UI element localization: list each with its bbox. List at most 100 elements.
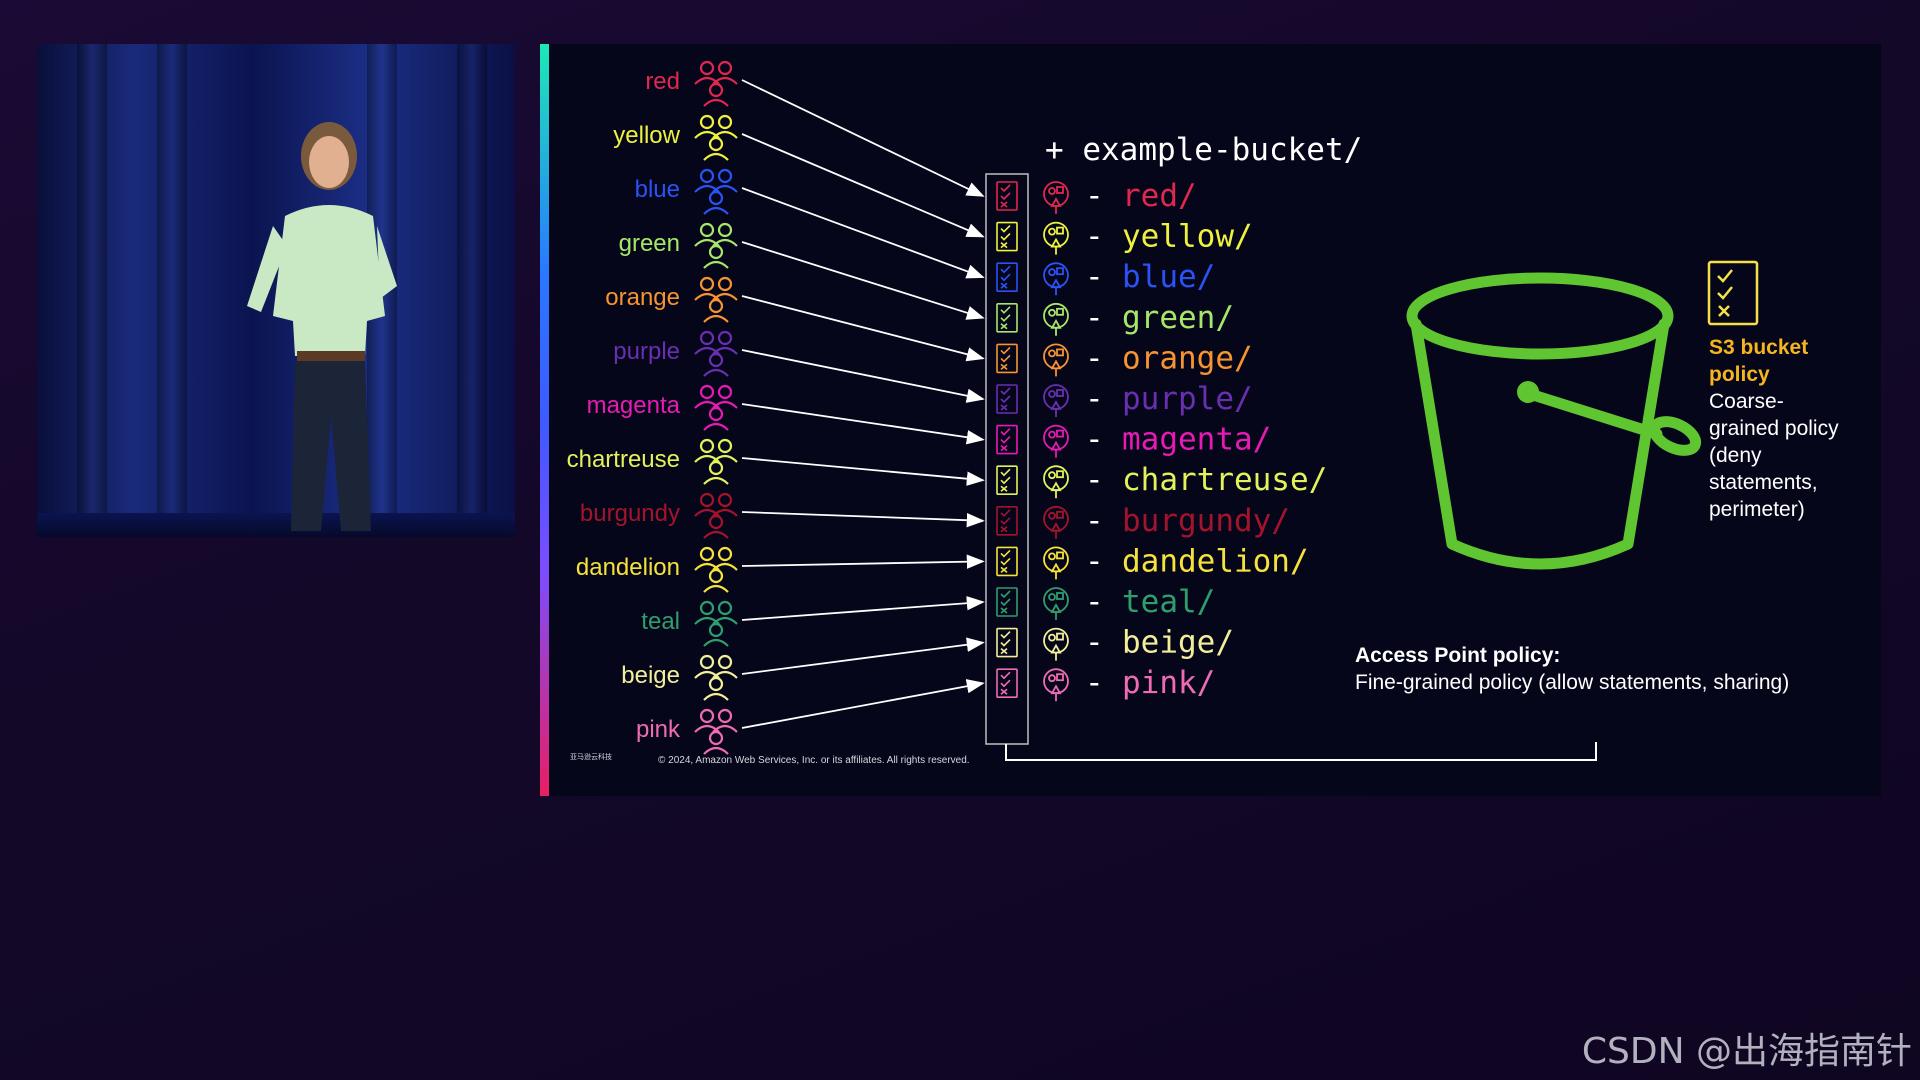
prefix-icon xyxy=(1043,384,1069,417)
prefix-icon xyxy=(1043,262,1069,296)
slide-accent-bar xyxy=(540,44,549,796)
access-arrow xyxy=(741,187,985,279)
users-icon xyxy=(694,384,738,431)
access-point-icon xyxy=(996,343,1018,374)
access-point-policy-title: Access Point policy: xyxy=(1355,644,1561,667)
group-label-blue: blue xyxy=(635,176,680,203)
access-arrow xyxy=(741,511,985,528)
group-label-yellow: yellow xyxy=(613,122,680,149)
access-point-icon xyxy=(996,668,1018,699)
access-point-icon xyxy=(996,546,1018,577)
group-label-orange: orange xyxy=(605,284,680,311)
folder-dash: - xyxy=(1085,665,1104,701)
access-arrow xyxy=(741,349,985,403)
copyright-notice: © 2024, Amazon Web Services, Inc. or its… xyxy=(658,755,970,766)
access-point-bracket xyxy=(1005,742,1597,761)
folder-blue: blue/ xyxy=(1122,259,1215,295)
access-point-icon xyxy=(996,505,1018,536)
folder-burgundy: burgundy/ xyxy=(1122,503,1290,539)
prefix-icon xyxy=(1043,221,1069,255)
group-label-dandelion: dandelion xyxy=(576,554,680,581)
prefix-icon xyxy=(1043,181,1069,214)
users-icon xyxy=(694,654,738,701)
access-point-icon xyxy=(996,424,1018,455)
folder-dash: - xyxy=(1085,462,1104,498)
users-icon xyxy=(694,114,738,161)
users-icon xyxy=(694,708,738,755)
access-point-icon xyxy=(996,181,1018,211)
aws-logo: 亚马逊云科技 xyxy=(570,754,612,761)
group-label-green: green xyxy=(619,230,680,257)
folder-beige: beige/ xyxy=(1122,625,1234,661)
access-point-policy-text: Access Point policy: Fine-grained policy… xyxy=(1355,642,1875,696)
speaker-video xyxy=(37,44,515,537)
folder-purple: purple/ xyxy=(1122,381,1253,417)
speaker-figure xyxy=(247,122,397,531)
access-arrow xyxy=(741,637,985,675)
access-arrow xyxy=(741,295,985,362)
prefix-icon xyxy=(1043,343,1069,377)
bucket-handle-knob xyxy=(1517,381,1539,403)
folder-dash: - xyxy=(1085,340,1104,376)
folder-chartreuse: chartreuse/ xyxy=(1122,462,1327,498)
prefix-icon xyxy=(1043,668,1069,702)
access-point-column xyxy=(985,173,1029,745)
s3-bucket-policy-description: Coarse-grained policy (deny statements, … xyxy=(1709,390,1839,521)
access-arrow xyxy=(741,241,985,320)
folder-yellow: yellow/ xyxy=(1122,219,1253,255)
folder-dash: - xyxy=(1085,259,1104,295)
access-arrow xyxy=(741,79,985,197)
access-point-icon xyxy=(996,627,1018,658)
bucket-root-label: + example-bucket/ xyxy=(1045,132,1362,168)
folder-dash: - xyxy=(1085,178,1104,214)
users-icon xyxy=(694,546,738,593)
access-point-policy-description: Fine-grained policy (allow statements, s… xyxy=(1355,671,1790,694)
access-point-icon xyxy=(996,262,1018,292)
group-label-chartreuse: chartreuse xyxy=(567,446,680,473)
folder-teal: teal/ xyxy=(1122,584,1215,620)
folder-dandelion: dandelion/ xyxy=(1122,543,1309,579)
policy-document-icon xyxy=(1707,260,1759,326)
group-label-red: red xyxy=(645,68,680,95)
folder-dash: - xyxy=(1085,300,1104,336)
access-arrow xyxy=(741,596,985,621)
users-icon xyxy=(694,276,738,323)
prefix-icon xyxy=(1043,302,1069,336)
access-point-icon xyxy=(996,587,1018,617)
s3-bucket-policy-text: S3 bucket policy Coarse-grained policy (… xyxy=(1709,334,1849,523)
group-label-magenta: magenta xyxy=(587,392,681,419)
s3-bucket-icon xyxy=(1406,272,1702,570)
prefix-icon xyxy=(1043,587,1069,620)
folder-pink: pink/ xyxy=(1122,665,1215,701)
access-arrow xyxy=(741,133,985,238)
access-arrow xyxy=(741,457,985,486)
prefix-icon xyxy=(1043,465,1069,499)
users-icon xyxy=(694,330,738,377)
folder-dash: - xyxy=(1085,219,1104,255)
users-icon xyxy=(694,438,738,485)
folder-dash: - xyxy=(1085,381,1104,417)
folder-dash: - xyxy=(1085,584,1104,620)
group-label-pink: pink xyxy=(636,716,681,743)
prefix-icon xyxy=(1043,505,1069,539)
folder-green: green/ xyxy=(1122,300,1234,336)
folder-magenta: magenta/ xyxy=(1122,422,1271,458)
slide-diagram: + example-bucket/ red-red/yellow-yellow/… xyxy=(567,60,1759,761)
group-label-burgundy: burgundy xyxy=(580,500,680,527)
users-icon xyxy=(694,222,738,269)
access-point-icon xyxy=(996,465,1018,496)
presentation-slide: + example-bucket/ red-red/yellow-yellow/… xyxy=(540,44,1881,796)
folder-dash: - xyxy=(1085,503,1104,539)
prefix-icon xyxy=(1043,546,1069,580)
access-arrow xyxy=(741,679,985,729)
access-arrow xyxy=(741,403,985,445)
group-label-beige: beige xyxy=(621,662,680,689)
folder-dash: - xyxy=(1085,422,1104,458)
access-point-icon xyxy=(996,384,1018,414)
users-icon xyxy=(694,60,738,107)
s3-bucket-policy-title: S3 bucket policy xyxy=(1709,336,1809,386)
prefix-icon xyxy=(1043,424,1069,458)
users-icon xyxy=(694,600,738,647)
users-icon xyxy=(694,168,738,215)
folder-dash: - xyxy=(1085,625,1104,661)
